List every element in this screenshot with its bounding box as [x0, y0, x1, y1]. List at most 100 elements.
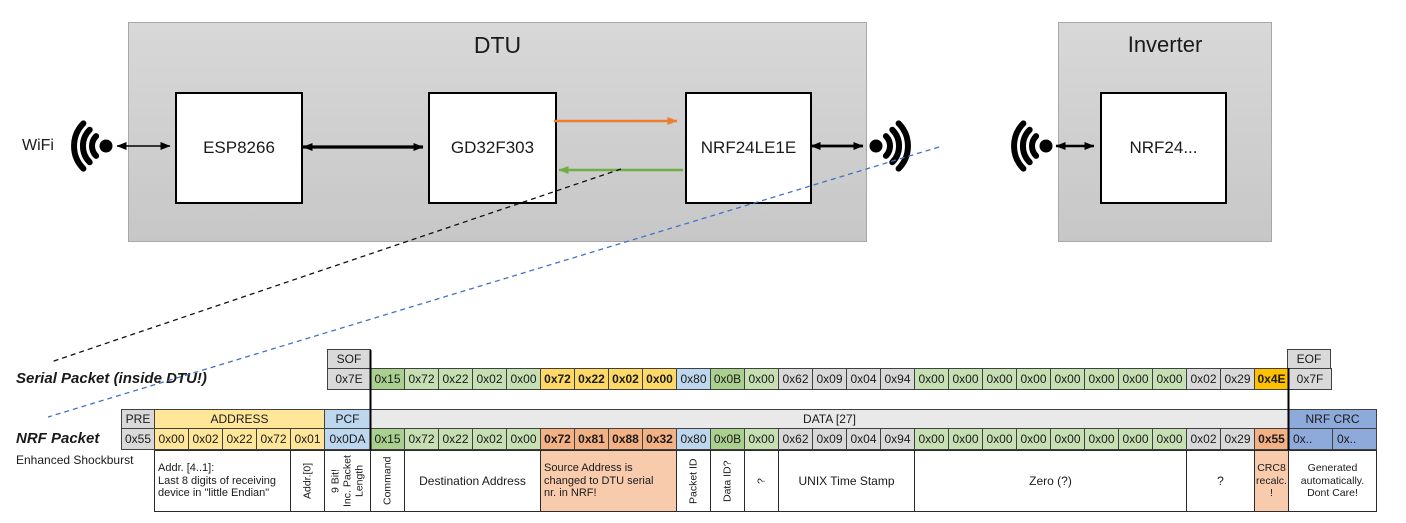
- serial-byte-cell: 0x09: [812, 368, 847, 390]
- nrf-annotation-row: Addr. [4..1]: Last 8 digits of receiving…: [154, 450, 1377, 512]
- nrf-byte-cell: 0x00: [948, 428, 983, 450]
- serial-byte-cell: 0x00: [948, 368, 983, 390]
- nrf-byte-cell: 0x32: [642, 428, 677, 450]
- serial-byte-cell: 0x00: [982, 368, 1017, 390]
- esp8266-label: ESP8266: [203, 138, 275, 157]
- annotation-cell: Destination Address: [404, 450, 541, 512]
- serial-byte-cell: 0x29: [1220, 368, 1255, 390]
- serial-byte-cell: 0x02: [1186, 368, 1221, 390]
- annotation-cell: 9 Bit! Inc. Packet Length: [324, 450, 371, 512]
- serial-byte-cell: 0x00: [914, 368, 949, 390]
- serial-byte-cell: 0x15: [370, 368, 405, 390]
- gd32f303-label: GD32F303: [450, 138, 535, 157]
- serial-packet-label: Serial Packet (inside DTU!): [16, 370, 207, 387]
- annotation-cell: UNIX Time Stamp: [778, 450, 915, 512]
- serial-byte-cell: 0x00: [744, 368, 779, 390]
- pcf-header: PCF: [324, 409, 371, 429]
- nrf-byte-cell: 0x00: [982, 428, 1017, 450]
- nrf-address-byte: 0x02: [188, 428, 223, 450]
- annotation-cell: CRC8 recalc. !: [1254, 450, 1289, 512]
- serial-byte-cell: 0x04: [846, 368, 881, 390]
- annotation-cell: ?: [1186, 450, 1255, 512]
- nrf-crc-header: NRF CRC: [1288, 409, 1377, 429]
- wifi-icon-left: [71, 120, 113, 172]
- sof-header: SOF: [327, 349, 371, 369]
- serial-byte-cell: 0x02: [472, 368, 507, 390]
- nrf-address-byte: 0x22: [222, 428, 257, 450]
- nrf-byte-cell: 0x72: [540, 428, 575, 450]
- serial-byte-cell: 0x00: [506, 368, 541, 390]
- nrf24le1e-label: NRF24LE1E: [700, 138, 797, 157]
- serial-byte-cell: 0x22: [574, 368, 609, 390]
- nrf-byte-cell: 0x00: [506, 428, 541, 450]
- serial-byte-cell: 0x02: [608, 368, 643, 390]
- inverter-nrf24-box: NRF24...: [1100, 92, 1227, 204]
- annotation-cell: Addr.[0]: [290, 450, 325, 512]
- nrf-crc-byte: 0x..: [1332, 428, 1377, 450]
- nrf-byte-cell: 0x09: [812, 428, 847, 450]
- wifi-icon-inverter: [1011, 120, 1053, 172]
- nrf-byte-cell: 0x81: [574, 428, 609, 450]
- nrf-byte-cell: 0x02: [472, 428, 507, 450]
- address-header: ADDRESS: [154, 409, 325, 429]
- nrf-byte-cell: 0x22: [438, 428, 473, 450]
- serial-byte-cell: 0x4E: [1254, 368, 1289, 390]
- nrf-byte-cell: 0x94: [880, 428, 915, 450]
- nrf-byte-cell: 0x00: [744, 428, 779, 450]
- annotation-cell: Command: [370, 450, 405, 512]
- nrf-byte-cell: 0x72: [404, 428, 439, 450]
- nrf-header-row: PRE ADDRESS PCF DATA [27] NRF CRC: [121, 409, 1377, 429]
- serial-byte-cell: 0x00: [1084, 368, 1119, 390]
- dtu-title: DTU: [473, 32, 522, 58]
- annotation-cell: Packet ID: [676, 450, 711, 512]
- wifi-icon-dtu-right: [869, 120, 911, 172]
- nrf-byte-cell: 0x00: [914, 428, 949, 450]
- data-header: DATA [27]: [370, 409, 1289, 429]
- inverter-nrf24-label: NRF24...: [1129, 138, 1198, 157]
- nrf-address-byte: 0x72: [256, 428, 291, 450]
- pre-header: PRE: [121, 409, 155, 429]
- serial-sof-byte: 0x7E: [327, 368, 371, 390]
- inverter-title: Inverter: [1127, 32, 1203, 57]
- nrf-crc-byte: 0x..: [1288, 428, 1333, 450]
- annotation-cell: Source Address is changed to DTU serial …: [540, 450, 677, 512]
- serial-byte-cell: 0x00: [642, 368, 677, 390]
- serial-byte-cell: 0x0B: [710, 368, 745, 390]
- annotation-cell: Zero (?): [914, 450, 1187, 512]
- esp8266-box: ESP8266: [175, 92, 303, 204]
- annotation-cell: ?: [744, 450, 779, 512]
- nrf-byte-cell: 0x00: [1050, 428, 1085, 450]
- nrf-byte-cell: 0x29: [1220, 428, 1255, 450]
- serial-eof-byte: 0x7F: [1288, 368, 1332, 390]
- serial-byte-cell: 0x22: [438, 368, 473, 390]
- nrf-byte-cell: 0x55: [1254, 428, 1289, 450]
- nrf-byte-cell: 0x00: [1016, 428, 1051, 450]
- serial-byte-cell: 0x00: [1050, 368, 1085, 390]
- serial-byte-cell: 0x80: [676, 368, 711, 390]
- nrf-byte-cell: 0x62: [778, 428, 813, 450]
- nrf-byte-cell: 0x0B: [710, 428, 745, 450]
- nrf-byte-cell: 0x02: [1186, 428, 1221, 450]
- nrf24le1e-box: NRF24LE1E: [685, 92, 812, 204]
- nrf-address-byte: 0x00: [154, 428, 189, 450]
- serial-byte-cell: 0x00: [1152, 368, 1187, 390]
- serial-byte-cell: 0x94: [880, 368, 915, 390]
- nrf-pre-byte: 0x55: [121, 428, 155, 450]
- gd32f303-box: GD32F303: [428, 92, 557, 204]
- eof-header: EOF: [1287, 349, 1331, 369]
- nrf-address-byte: 0x01: [290, 428, 325, 450]
- serial-byte-cell: 0x00: [1118, 368, 1153, 390]
- nrf-byte-cell: 0x00: [1152, 428, 1187, 450]
- wifi-label: WiFi: [22, 137, 54, 154]
- serial-byte-cell: 0x72: [404, 368, 439, 390]
- serial-byte-cell: 0x62: [778, 368, 813, 390]
- serial-byte-cell: 0x00: [1016, 368, 1051, 390]
- sof-header-row: SOF: [327, 349, 371, 369]
- serial-byte-cell: 0x72: [540, 368, 575, 390]
- annotation-cell: Generated automatically. Dont Care!: [1288, 450, 1377, 512]
- annotation-cell: Data ID?: [710, 450, 745, 512]
- nrf-pcf-byte: 0x0DA: [324, 428, 371, 450]
